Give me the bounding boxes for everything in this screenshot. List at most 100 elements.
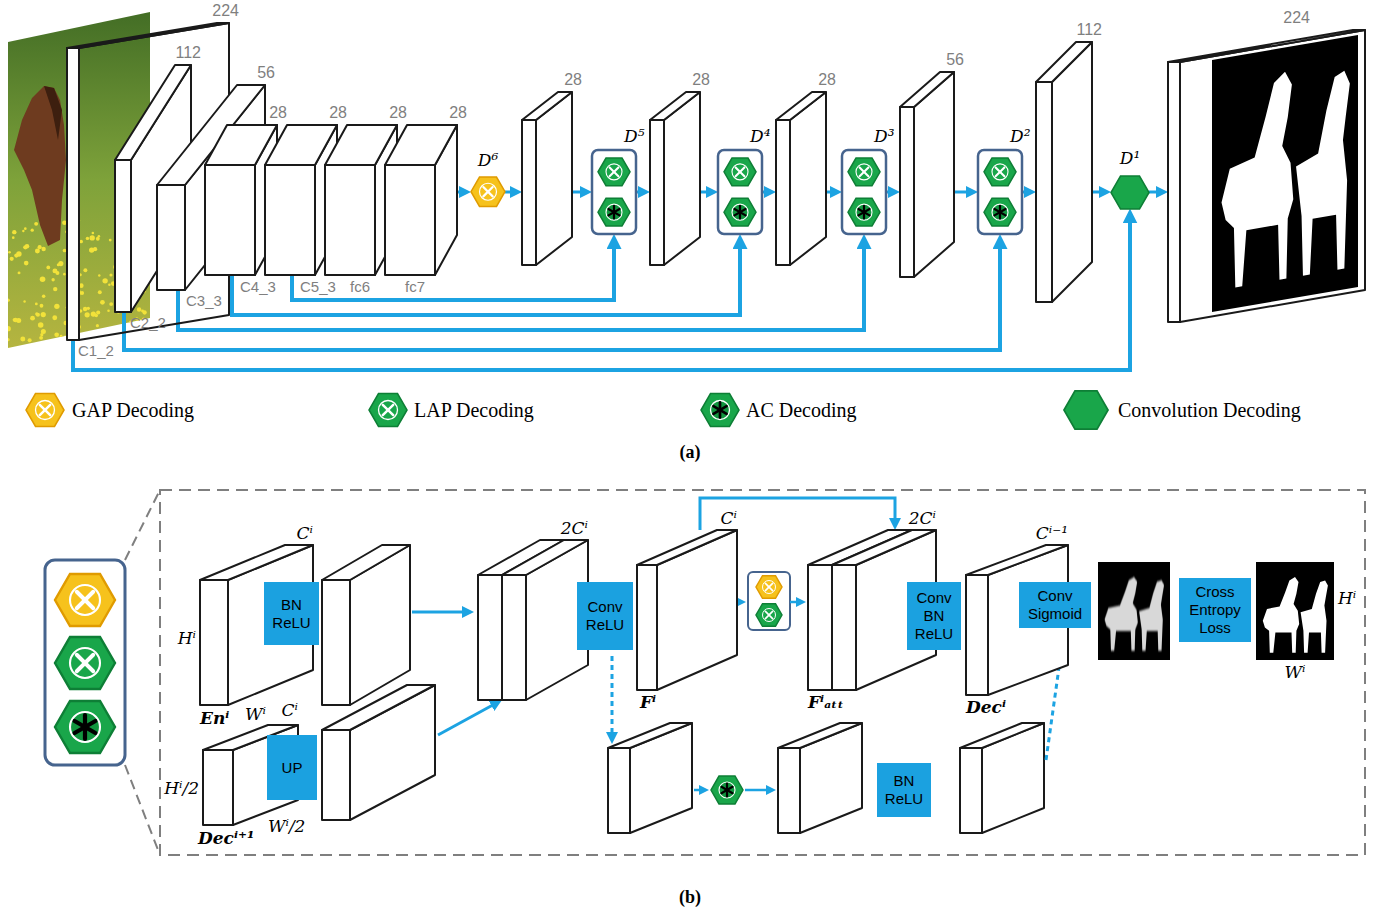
dimension-label: 28	[818, 72, 836, 88]
feature-map-face	[1180, 30, 1365, 322]
feature-map-face	[205, 125, 277, 165]
feature-map-face	[502, 540, 588, 575]
dimension-label: 28	[329, 105, 347, 121]
layer-label: fc7	[405, 279, 425, 294]
flower-dot	[42, 295, 46, 299]
connector-arrow	[505, 191, 514, 194]
node-shape	[592, 150, 636, 234]
flower-dot	[24, 261, 29, 266]
flower-dot	[38, 322, 44, 328]
node-shape	[900, 72, 954, 277]
hexagon-icon	[984, 198, 1016, 226]
flower-dot	[131, 333, 136, 338]
horse-shape	[1139, 580, 1164, 651]
flow-arrow	[412, 611, 466, 614]
cross-stroke	[765, 611, 772, 618]
node-shape	[478, 540, 588, 700]
cross-stroke	[610, 167, 619, 176]
hexagon-icon	[55, 574, 115, 626]
flower-dot	[142, 310, 146, 314]
math-label: Cⁱ	[721, 510, 737, 527]
node-shape	[471, 177, 505, 206]
flower-dot	[28, 338, 32, 342]
math-label: Hⁱ	[178, 630, 196, 647]
legend-icon	[1062, 386, 1110, 434]
flow-arrow	[438, 704, 495, 735]
connector-arrow	[700, 191, 710, 194]
feature-map-face	[265, 125, 337, 165]
attention-icon-frame	[748, 572, 790, 630]
flower-dot	[6, 338, 9, 341]
flower-dot	[87, 307, 90, 310]
icon-ring	[480, 183, 497, 200]
flower-dot	[24, 227, 27, 230]
flower-dot	[30, 316, 35, 321]
flower-dot	[85, 312, 90, 317]
cross-stroke	[765, 583, 772, 590]
layer-label: fc6	[350, 279, 370, 294]
hexagon-icon	[756, 604, 782, 627]
icon-ring	[379, 401, 398, 420]
flower-dot	[86, 237, 89, 240]
output-feature-map: 224	[1168, 30, 1365, 322]
feature-map-face	[1052, 42, 1092, 302]
module-frame	[842, 150, 886, 234]
hexagon-icon	[724, 198, 756, 226]
flower-dot	[41, 312, 46, 317]
legend-icon	[24, 389, 66, 431]
asterisk-stroke	[713, 406, 726, 414]
dimension-label: 28	[389, 105, 407, 121]
feature-map-face	[385, 125, 457, 165]
hexagon-icon	[471, 177, 505, 206]
math-label: Fⁱₐₜₜ	[808, 694, 844, 711]
connector-arrow	[1149, 191, 1160, 194]
operation-label: BN ReLU	[267, 596, 316, 632]
flower-dot	[46, 266, 50, 270]
cross-stroke	[736, 167, 745, 176]
flower-dot	[97, 339, 99, 341]
flower-dot	[16, 251, 21, 256]
cross-stroke	[996, 167, 1005, 176]
flower-dot	[51, 278, 54, 281]
node-shape	[650, 92, 700, 265]
feature-map-face	[325, 125, 397, 165]
flower-dot	[98, 290, 102, 294]
math-label: 2Cⁱ	[561, 520, 588, 537]
flower-dot	[130, 343, 133, 346]
cross-stroke	[860, 167, 869, 176]
icon-ring	[763, 581, 776, 594]
flower-dot	[83, 268, 87, 272]
flower-dot	[109, 273, 112, 276]
feature-map-face	[265, 165, 315, 275]
feature-map-face	[205, 165, 255, 275]
flower-dot	[109, 302, 113, 306]
cross-stroke	[383, 405, 393, 415]
feature-map-face	[790, 92, 826, 265]
connector-arrow	[572, 191, 584, 194]
flower-dot	[22, 230, 24, 232]
hexagon-icon	[848, 198, 880, 226]
flower-dot	[8, 251, 11, 254]
hexagon-icon	[848, 158, 880, 186]
output-mask	[1212, 35, 1358, 312]
flower-dot	[54, 332, 59, 337]
hexagon-icon	[984, 158, 1016, 186]
feature-map-face	[808, 565, 832, 690]
legend-text: LAP Decoding	[414, 400, 534, 420]
hexagon-icon	[26, 394, 64, 427]
flower-dot	[31, 229, 34, 232]
feature-map-face	[966, 575, 988, 695]
flower-dot	[137, 307, 141, 311]
math-label: Cⁱ	[282, 702, 298, 719]
operation-box: BN ReLU	[877, 763, 931, 817]
feature-map-face	[776, 92, 826, 120]
asterisk-stroke	[721, 787, 732, 793]
node-shape	[637, 530, 737, 690]
cross-stroke	[40, 405, 50, 415]
flower-dot	[34, 222, 38, 226]
feature-map-face	[1168, 62, 1180, 322]
module-frame	[592, 150, 636, 234]
module-label: D³	[874, 128, 894, 145]
flower-dot	[57, 263, 60, 266]
feature-map-face	[115, 160, 131, 312]
